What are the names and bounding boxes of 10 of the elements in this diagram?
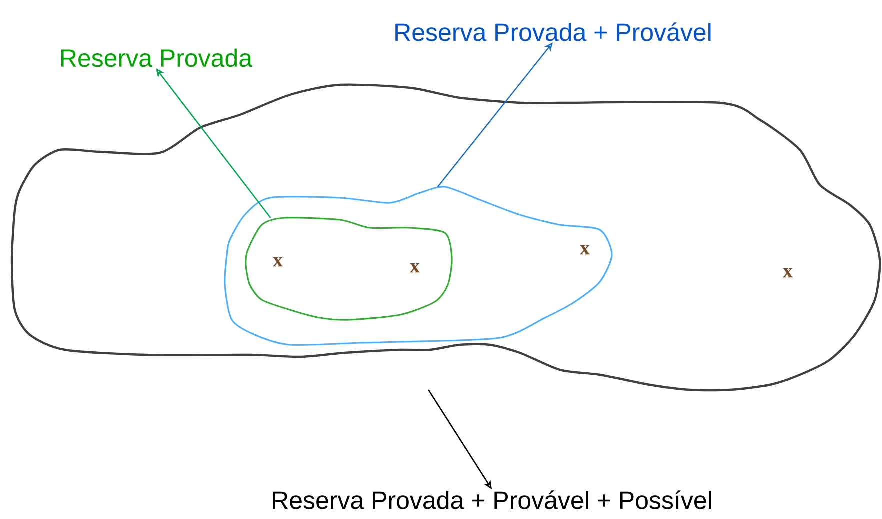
x-mark: x — [273, 257, 283, 267]
region-label: Reserva Provada + Provável — [396, 22, 711, 42]
x-mark: x — [410, 263, 420, 273]
x-mark: x — [783, 268, 793, 278]
region-outline — [224, 186, 613, 346]
region-label: Reserva Provada — [61, 48, 253, 68]
x-mark: x — [580, 245, 590, 255]
region-outline — [10, 84, 882, 392]
region-outline — [245, 217, 453, 321]
region-label: Reserva Provada + Provável + Possível — [273, 490, 712, 510]
